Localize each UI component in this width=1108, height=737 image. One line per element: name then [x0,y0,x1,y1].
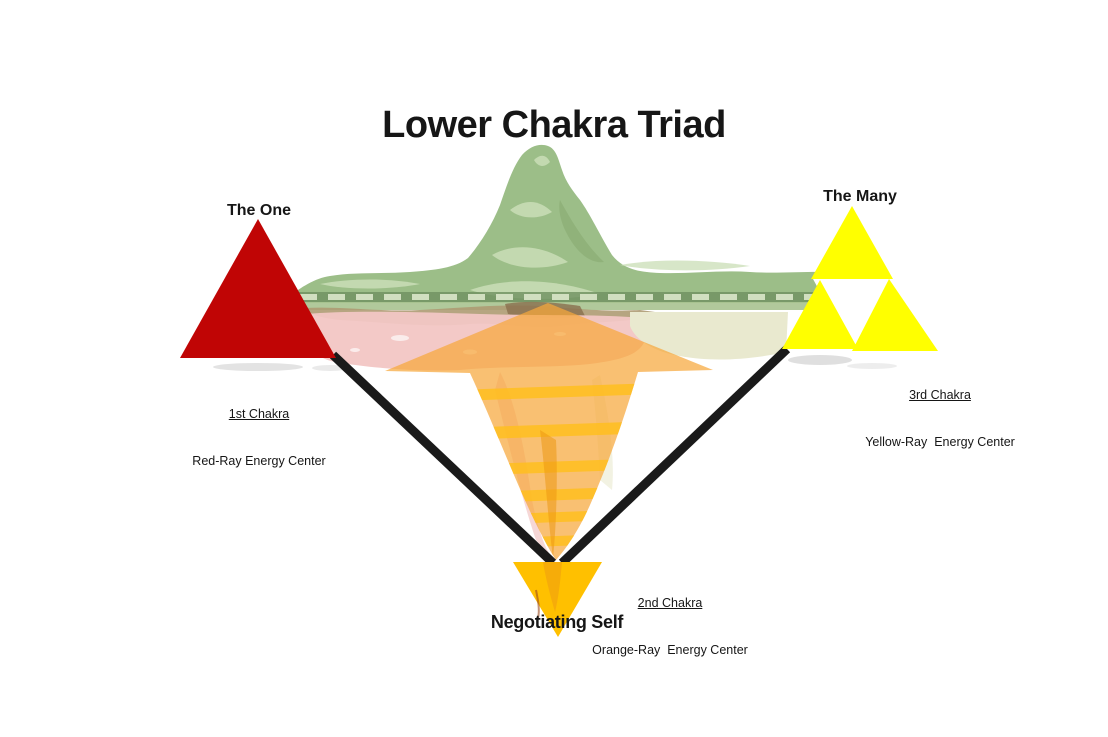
yellow-triangle-right [852,279,938,351]
caption-3rd-chakra-title: 3rd Chakra [909,388,971,402]
caption-2nd-chakra-title: 2nd Chakra [637,596,703,610]
caption-1st-chakra: 1st Chakra Red-Ray Energy Center [192,376,325,500]
mountain-shading [559,200,604,263]
caption-2nd-chakra-center: Orange-Ray Energy Center [592,642,748,657]
v-connector [329,345,791,567]
caption-2nd-chakra: 2nd Chakra Orange-Ray Energy Center [592,565,748,689]
gold-triangle-funnel-tip [543,562,562,612]
label-the-one: The One [226,202,292,219]
gold-triangle-group [513,562,602,637]
olive-wash [630,312,788,360]
mountain-silhouette [290,144,858,303]
shadow-smudges [213,355,897,371]
yellow-triangle-top [811,206,893,279]
left-connector-line [329,351,557,567]
road-band [295,292,858,302]
label-negotiating-self: Negotiating Self [490,612,624,632]
gold-triangle-squiggle [535,589,540,619]
right-connector-line [558,345,791,567]
caption-1st-chakra-title: 1st Chakra [228,407,290,421]
caption-3rd-chakra-center: Yellow-Ray Energy Center [865,434,1015,449]
yellow-triforce [782,206,938,352]
caption-3rd-chakra: 3rd Chakra Yellow-Ray Energy Center [865,357,1015,481]
page-title: Lower Chakra Triad [382,104,726,146]
red-triangle [180,219,336,358]
label-the-many: The Many [823,188,897,205]
yellow-triangle-left [782,280,858,349]
caption-1st-chakra-center: Red-Ray Energy Center [192,453,326,468]
landscape-backdrop [213,144,897,558]
